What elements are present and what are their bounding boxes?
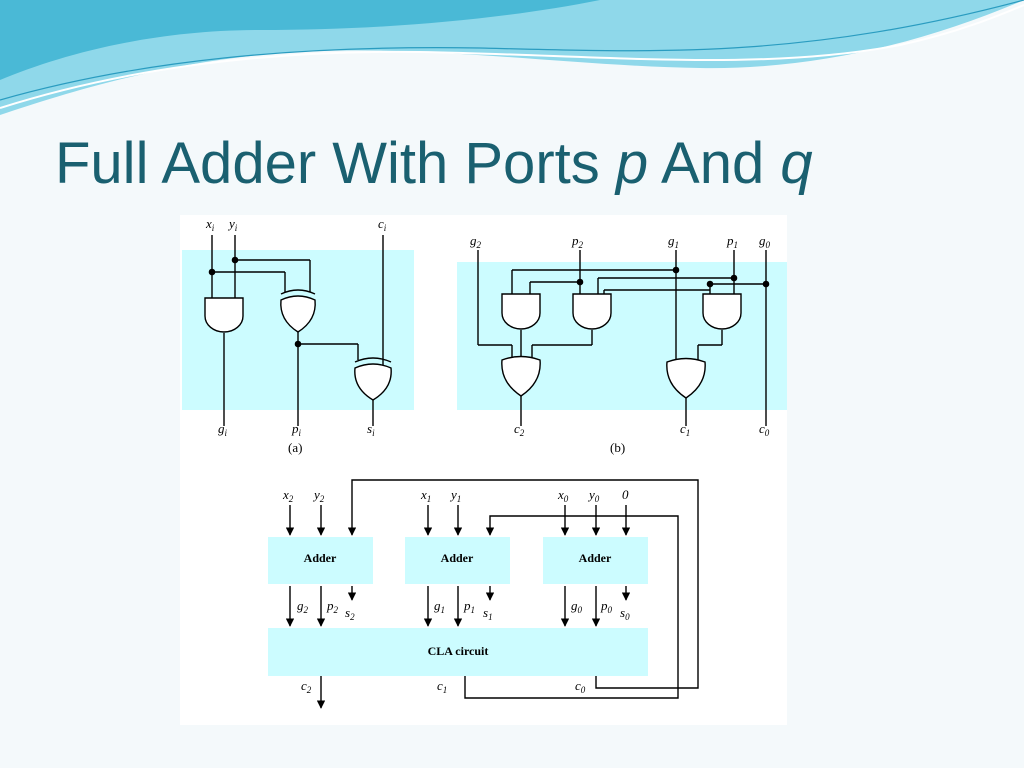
and-gate-b3 — [702, 293, 742, 330]
or-gate-b2 — [666, 357, 706, 399]
label-c0-b: c0 — [759, 421, 770, 438]
label-g1: g1 — [434, 598, 445, 615]
diagram-a-full-adder — [182, 235, 414, 426]
label-ci: ci — [378, 216, 387, 233]
label-yi: yi — [227, 216, 238, 233]
label-y0: y0 — [587, 487, 600, 504]
and-gate-a — [204, 297, 244, 333]
label-g2-top: g2 — [470, 233, 482, 250]
label-carry-in-zero: 0 — [622, 487, 629, 502]
cla-circuit-label: CLA circuit — [428, 644, 489, 658]
label-c1-b: c1 — [680, 421, 690, 438]
adder-0-label: Adder — [579, 551, 612, 565]
label-p2: p2 — [326, 598, 339, 615]
label-c2-b: c2 — [514, 421, 525, 438]
label-s0: s0 — [620, 605, 630, 622]
and-gate-b2 — [572, 293, 612, 330]
adder-box-0 — [543, 537, 648, 584]
adder-box-2 — [268, 537, 373, 584]
label-xi: xi — [205, 216, 215, 233]
label-g2: g2 — [297, 598, 309, 615]
label-p1: p1 — [463, 598, 475, 615]
label-c0: c0 — [575, 678, 586, 695]
label-pi: pi — [291, 421, 302, 438]
diagram-c-labels: Adder Adder Adder CLA circuit x2 y2 x1 y… — [282, 487, 630, 695]
label-p2-top: p2 — [571, 233, 584, 250]
caption-a: (a) — [288, 440, 302, 455]
cla-circuit-box — [268, 628, 648, 676]
label-g0: g0 — [571, 598, 583, 615]
label-c2: c2 — [301, 678, 312, 695]
adder-1-label: Adder — [441, 551, 474, 565]
label-y1: y1 — [449, 487, 461, 504]
header-wave-decoration — [0, 0, 1024, 115]
xor-gate-a2 — [354, 363, 392, 401]
label-gi: gi — [218, 421, 228, 438]
label-g1-top: g1 — [668, 233, 679, 250]
caption-b: (b) — [610, 440, 625, 455]
label-y2: y2 — [312, 487, 325, 504]
or-gate-b1 — [501, 355, 541, 397]
label-x2: x2 — [282, 487, 294, 504]
diagram-b-carry-logic — [457, 250, 787, 426]
label-x0: x0 — [557, 487, 569, 504]
label-g0-top: g0 — [759, 233, 771, 250]
label-si: si — [367, 421, 375, 438]
adder-2-label: Adder — [304, 551, 337, 565]
diagram-c-cla-adder — [268, 479, 699, 709]
label-c1: c1 — [437, 678, 447, 695]
xor-gate-a1 — [280, 295, 316, 333]
label-s2: s2 — [345, 605, 355, 622]
and-gate-b1 — [501, 293, 541, 330]
label-p0: p0 — [600, 598, 613, 615]
label-s1: s1 — [483, 605, 493, 622]
slide-title: Full Adder With Ports p And q — [55, 131, 813, 196]
diagram-a-labels: xi yi ci gi pi si (a) — [205, 216, 387, 455]
label-x1: x1 — [420, 487, 431, 504]
diagram-b-labels: g2 p2 g1 p1 g0 c2 c1 c0 (b) — [470, 233, 771, 455]
adder-box-1 — [405, 537, 510, 584]
label-p1-top: p1 — [726, 233, 738, 250]
